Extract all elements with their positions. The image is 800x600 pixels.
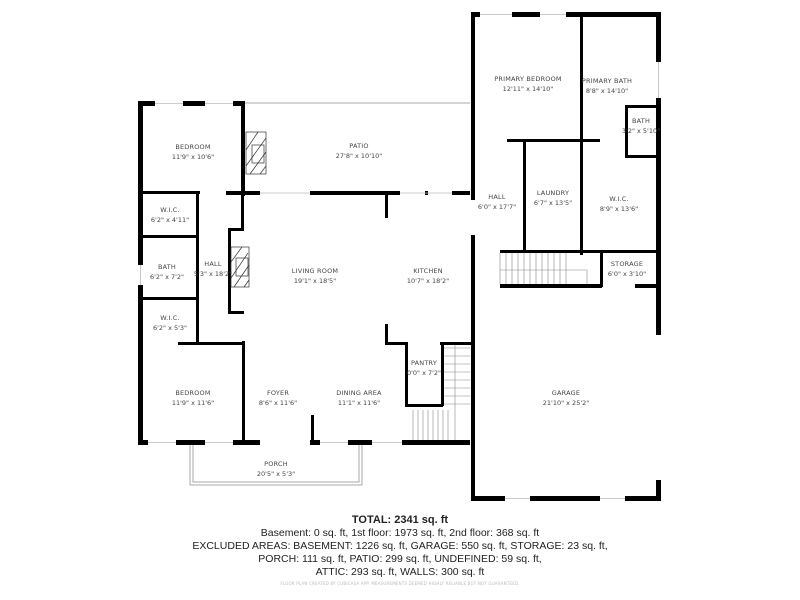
room-wic-1: W.I.C.6'2" x 4'11" <box>150 206 190 224</box>
floor-areas: Basement: 0 sq. ft, 1st floor: 1973 sq. … <box>260 527 540 539</box>
area-summary: TOTAL: 2341 sq. ft Basement: 0 sq. ft, 1… <box>0 514 800 579</box>
room-wic-3: W.I.C.8'9" x 13'6" <box>599 195 639 213</box>
fireplaces <box>230 131 267 288</box>
excluded-areas-2: PORCH: 111 sq. ft, PATIO: 299 sq. ft, UN… <box>258 553 542 565</box>
room-wic-2: W.I.C.6'2" x 5'3" <box>152 314 188 332</box>
thin-outlines <box>189 102 470 486</box>
excluded-areas-3: ATTIC: 293 sq. ft, WALLS: 300 sq. ft <box>315 566 485 578</box>
credit-text: FLOOR PLAN CREATED BY CUBICASA APP. MEAS… <box>280 581 520 586</box>
excluded-areas-1: EXCLUDED AREAS: BASEMENT: 1226 sq. ft, G… <box>192 540 608 552</box>
total-area: TOTAL: 2341 sq. ft <box>351 514 449 526</box>
stairs <box>412 253 588 440</box>
window-lines <box>140 14 659 499</box>
